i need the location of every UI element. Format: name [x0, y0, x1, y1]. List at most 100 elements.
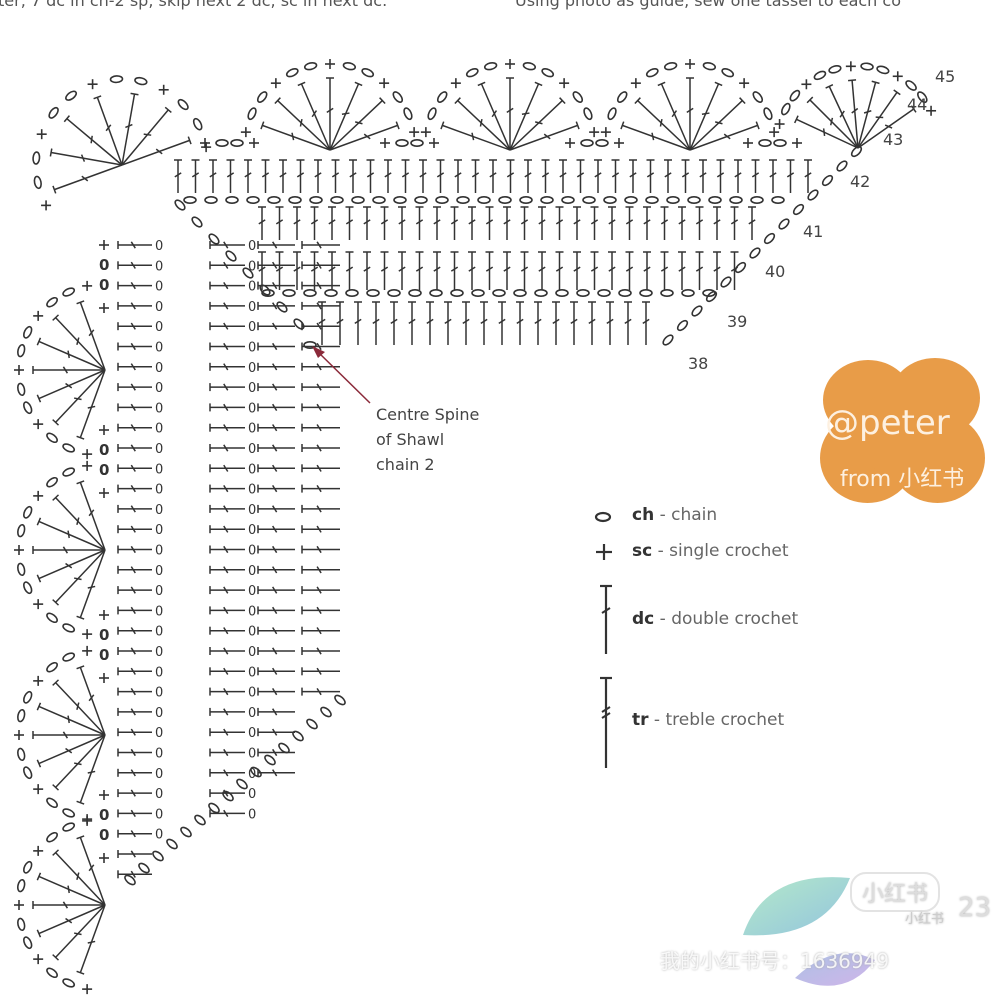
single-crochet-stitch	[14, 730, 24, 740]
chain-zero-mark: 0	[155, 584, 163, 599]
double-crochet-stitch	[36, 872, 106, 906]
chain-zero-mark: 0	[155, 645, 163, 660]
chain-stitch	[836, 160, 848, 172]
row-label-40: 40	[765, 262, 786, 281]
chain-stitch	[789, 89, 801, 102]
double-crochet-stitch	[301, 545, 340, 554]
double-crochet-stitch	[318, 301, 326, 345]
chain-stitch	[303, 288, 317, 297]
double-crochet-stitch	[293, 251, 301, 290]
single-crochet-stitch	[82, 460, 93, 471]
chain-stitch	[32, 151, 41, 165]
double-crochet-stitch	[209, 809, 245, 818]
double-crochet-stitch	[426, 301, 434, 345]
chain-stitch	[705, 290, 718, 303]
legend-abbr: sc	[632, 541, 653, 561]
double-crochet-stitch	[258, 206, 266, 240]
legend-name: - single crochet	[657, 541, 789, 561]
double-crochet-stitch	[257, 484, 295, 493]
single-crochet-stitch	[33, 954, 44, 965]
double-crochet-stitch	[624, 301, 632, 345]
chain-stitch	[23, 936, 33, 950]
chain-zero-mark: 0	[155, 706, 163, 721]
chain-zero-mark: 0	[248, 625, 256, 640]
double-crochet-stitch	[117, 829, 152, 838]
double-crochet-stitch	[117, 667, 152, 676]
chain-zero-mark: 0	[155, 462, 163, 477]
double-crochet-stitch	[117, 342, 152, 351]
double-crochet-stitch	[730, 206, 739, 240]
chain-stitch	[807, 189, 819, 201]
double-crochet-stitch	[398, 206, 406, 240]
chain-stitch	[282, 288, 296, 297]
double-crochet-stitch	[209, 647, 245, 655]
chain-stitch	[572, 91, 584, 103]
double-crochet-stitch	[310, 251, 319, 290]
legend-name: - double crochet	[659, 609, 799, 629]
chain-stitch	[215, 139, 229, 148]
double-crochet-stitch	[390, 301, 398, 345]
double-crochet-stitch	[301, 667, 340, 676]
chain-stitch	[666, 196, 680, 205]
double-crochet-stitch	[857, 80, 880, 149]
arrow-head-icon	[312, 346, 325, 358]
chain-zero-mark: 0	[248, 604, 256, 619]
chain-stitch	[46, 612, 58, 624]
row-label-38: 38	[688, 354, 709, 373]
double-crochet-stitch	[506, 159, 515, 193]
double-crochet-stitch	[555, 251, 564, 290]
double-crochet-stitch	[209, 484, 245, 493]
double-crochet-stitch	[52, 494, 106, 551]
chain-stitch	[152, 850, 164, 862]
row-label-44: 44	[907, 95, 928, 114]
chain-stitch	[639, 288, 653, 297]
double-crochet-stitch	[415, 251, 424, 290]
chain-stitch	[303, 340, 317, 349]
double-crochet-stitch	[678, 206, 686, 240]
chain-zero-mark: 0	[248, 787, 256, 802]
single-crochet-stitch	[614, 138, 624, 148]
double-crochet-stitch	[301, 423, 340, 432]
double-crochet-stitch	[454, 97, 511, 151]
double-crochet-stitch	[260, 121, 331, 151]
double-crochet-stitch	[328, 206, 336, 240]
chain-stitch	[702, 288, 716, 297]
double-crochet-stitch	[121, 92, 139, 166]
pattern-instruction-text-right: Using photo as guide, sew one tassel to …	[515, 0, 901, 10]
chain-zero-mark: 0	[248, 401, 256, 416]
chain-stitch	[250, 766, 262, 778]
double-crochet-stitch	[209, 322, 245, 331]
double-crochet-stitch	[32, 731, 105, 739]
chain-stitch	[408, 288, 422, 297]
chain-stitch	[320, 706, 332, 718]
double-crochet-stitch	[444, 301, 452, 345]
chain-stitch	[180, 826, 192, 838]
double-crochet-stitch	[485, 251, 494, 290]
double-crochet-stitch	[328, 251, 336, 290]
double-crochet-stitch	[520, 206, 529, 240]
chain-zero-mark: 0	[248, 706, 256, 721]
chain-stitch	[917, 91, 928, 104]
double-crochet-stitch	[825, 84, 859, 149]
chain-stitch	[23, 860, 33, 874]
chain-stitch	[191, 216, 203, 228]
double-crochet-stitch	[363, 251, 371, 290]
double-crochet-stitch	[485, 206, 494, 240]
single-crochet-stitch	[450, 78, 461, 89]
single-crochet-stitch	[82, 629, 93, 640]
chain-stitch	[276, 301, 288, 313]
chain-zero-mark: 0	[248, 320, 256, 335]
double-crochet-stitch	[117, 464, 152, 473]
double-crochet-stitch	[806, 96, 859, 149]
double-crochet-stitch	[419, 159, 427, 193]
single-crochet-stitch	[270, 78, 281, 89]
chain-stitch	[436, 91, 448, 103]
double-crochet-stitch	[257, 322, 295, 331]
double-crochet-stitch	[76, 300, 106, 371]
chain-zero-mark: 0	[99, 806, 109, 824]
double-crochet-stitch	[480, 301, 488, 345]
double-crochet-stitch	[76, 835, 106, 906]
chain-stitch	[603, 196, 617, 205]
chain-stitch	[62, 467, 76, 477]
double-crochet-stitch	[52, 369, 106, 426]
